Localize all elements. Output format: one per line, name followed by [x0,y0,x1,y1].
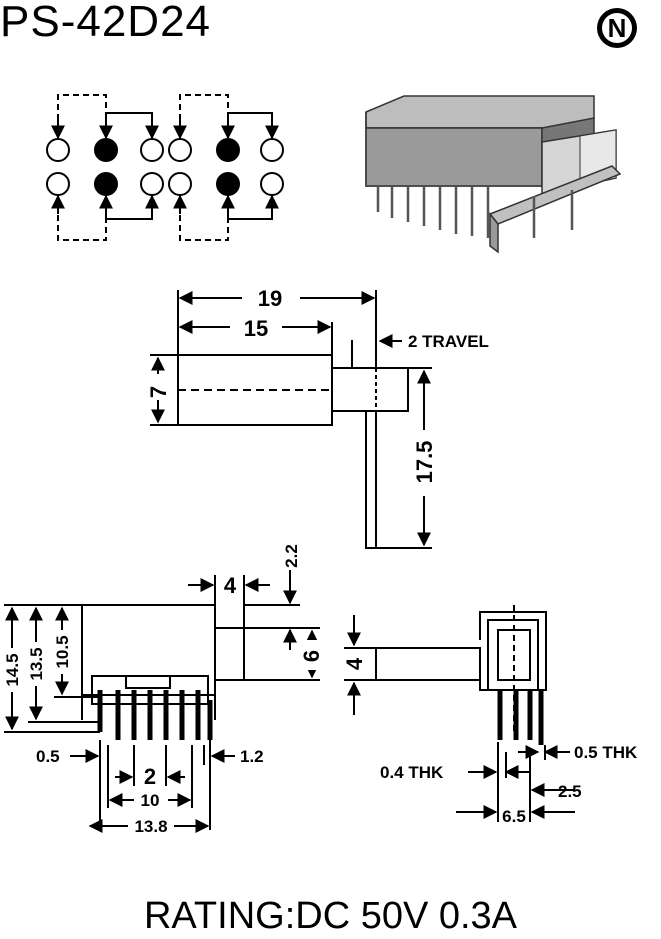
front-view [4,570,320,833]
side-dim-4-label: 4 [342,657,367,670]
dim-0-5-label: 0.5 [36,747,60,766]
travel-label: 2 TRAVEL [408,332,489,351]
dim-19-label: 19 [258,286,282,311]
dim-7-label: 7 [146,386,171,398]
dim-17-5-label: 17.5 [412,441,437,484]
front-dim-4-label: 4 [224,573,237,598]
dim-2-2-label: 2.2 [282,544,301,568]
dim-13-5-label: 13.5 [27,647,46,680]
product-illustration [365,95,622,254]
dim-2-label: 2 [144,764,156,789]
dim-13-8-label: 13.8 [134,817,167,836]
side-view [344,605,575,822]
brand-logo: N [597,8,637,48]
thk-0-5-label: 0.5 THK [574,743,638,762]
dim-14-5-label: 14.5 [3,653,22,686]
dim-10-5-label: 10.5 [53,635,72,668]
dim-1-2-label: 1.2 [240,747,264,766]
dim-2-5-label: 2.5 [558,782,582,801]
dim-6-label: 6 [299,650,324,662]
rating-text: RATING:DC 50V 0.3A [143,895,518,937]
dim-15-label: 15 [244,316,268,341]
logo-letter: N [608,13,627,43]
switch-schematic [46,94,284,241]
dim-10-label: 10 [141,791,160,810]
top-view [150,290,432,549]
thk-0-4-label: 0.4 THK [380,763,444,782]
dim-6-5-label: 6.5 [502,807,526,826]
page-title: PS-42D24 [0,0,212,46]
